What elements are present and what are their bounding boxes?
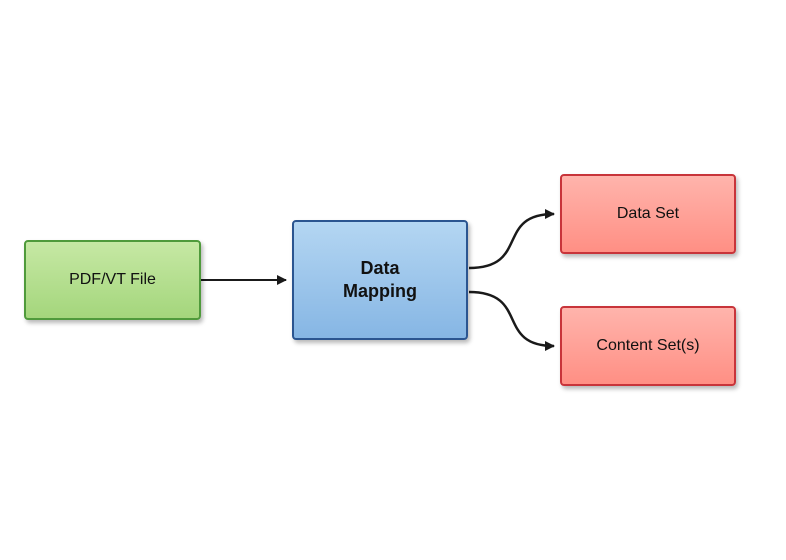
edge-mapping-to-content-sets [468, 290, 555, 351]
data-mapping-node[interactable]: Data Mapping [292, 220, 468, 340]
content-sets-label: Content Set(s) [596, 337, 700, 354]
content-sets-node[interactable]: Content Set(s) [560, 306, 736, 386]
data-mapping-label: Data Mapping [343, 258, 417, 301]
pdf-vt-file-label: PDF/VT File [69, 271, 156, 288]
data-set-node[interactable]: Data Set [560, 174, 736, 254]
pdf-vt-file-node[interactable]: PDF/VT File [24, 240, 201, 320]
data-set-label: Data Set [616, 205, 680, 222]
edge-mapping-to-data-set [468, 209, 555, 270]
